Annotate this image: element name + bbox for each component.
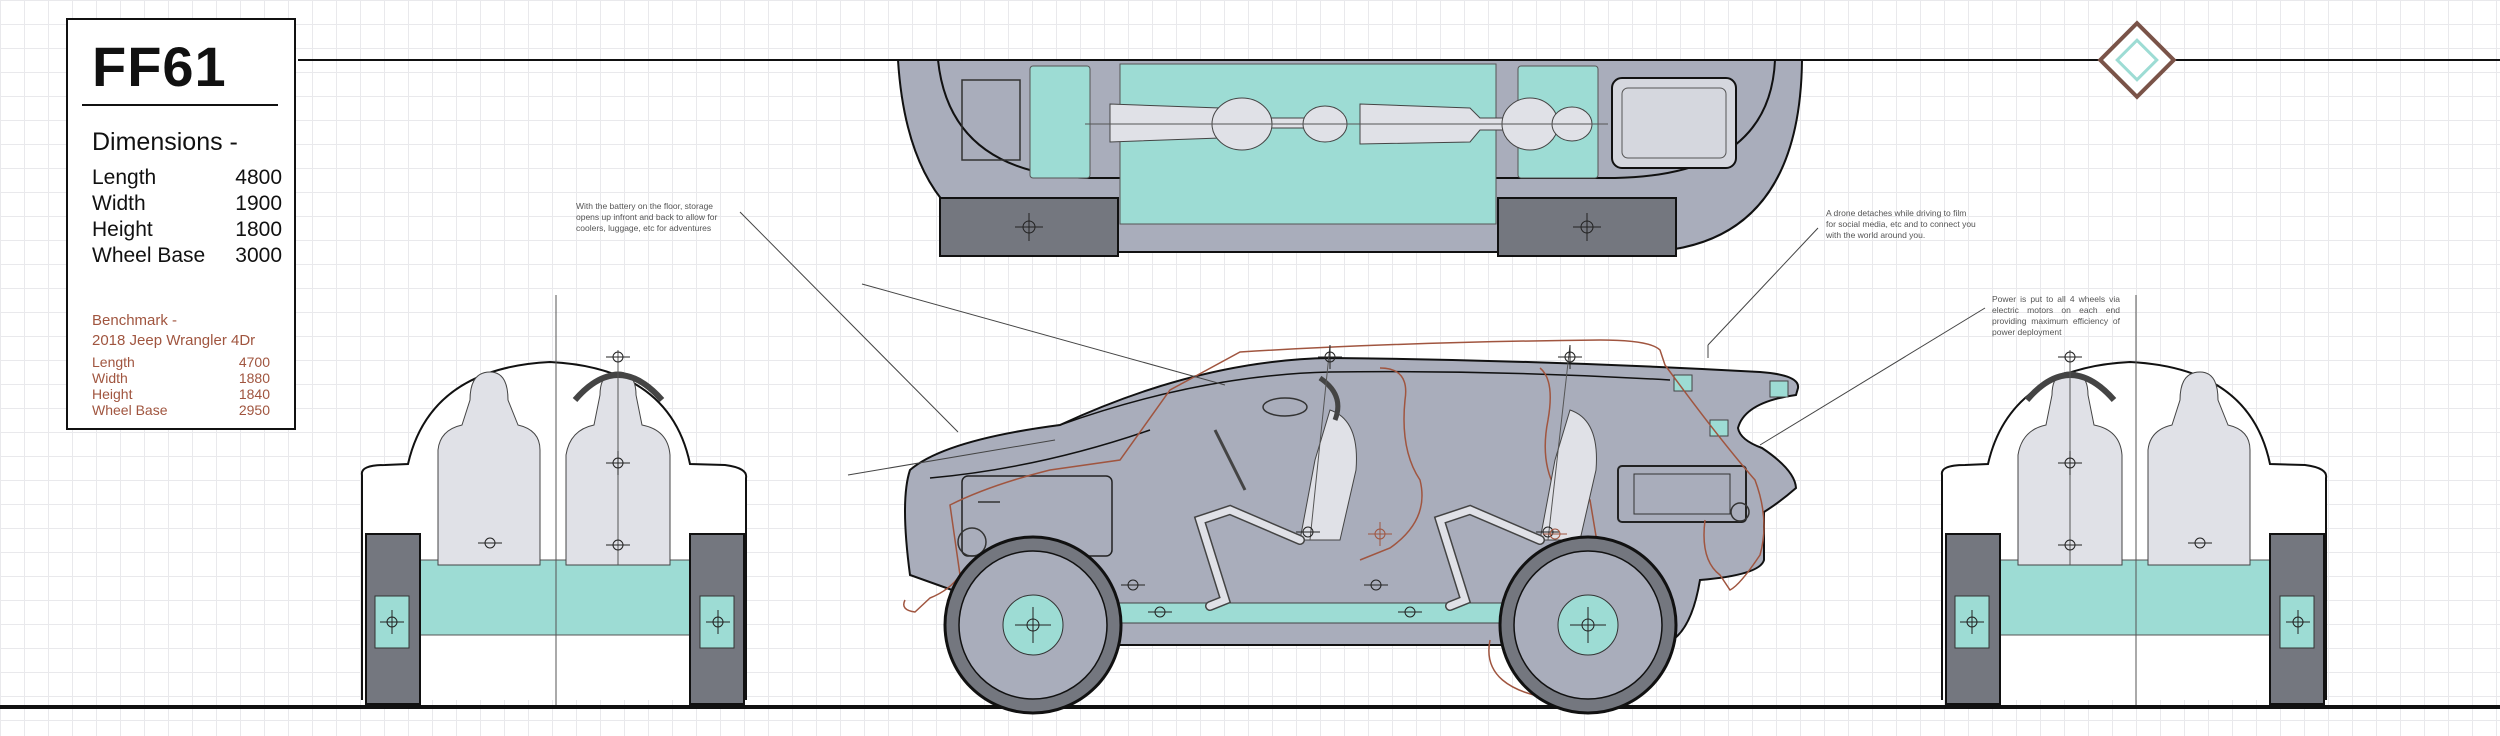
spec-label: Wheel Base bbox=[92, 244, 206, 267]
side-front-wheel bbox=[943, 535, 1123, 715]
spec-value: 4800 bbox=[235, 166, 282, 189]
diamond-logo bbox=[2097, 20, 2177, 100]
dimensions-heading: Dimensions - bbox=[92, 128, 238, 156]
benchmark-label: Width bbox=[92, 370, 128, 386]
benchmark-row-length: Length 4700 bbox=[92, 354, 270, 370]
front-view-left bbox=[360, 295, 748, 705]
battery-note: With the battery on the floor, storage o… bbox=[576, 201, 718, 233]
spec-row-width: Width 1900 bbox=[92, 192, 282, 216]
benchmark-label: Height bbox=[92, 386, 133, 402]
spec-label: Length bbox=[92, 166, 157, 189]
spec-value: 1900 bbox=[235, 192, 282, 215]
callout-lines bbox=[739, 211, 1986, 476]
top-view bbox=[896, 59, 1804, 257]
side-rear-wheel bbox=[1498, 535, 1678, 715]
spec-value: 3000 bbox=[235, 244, 282, 267]
benchmark-value: 4700 bbox=[238, 354, 270, 370]
benchmark-row-height: Height 1840 bbox=[92, 386, 270, 402]
spec-label: Height bbox=[92, 218, 153, 241]
spec-value: 1800 bbox=[235, 218, 282, 241]
page-title: FF61 bbox=[92, 35, 227, 98]
spec-panel: FF61 Dimensions - Length 4800 Width 1900… bbox=[66, 18, 296, 430]
power-note: Power is put to all 4 wheels via electri… bbox=[1992, 294, 2120, 337]
side-view bbox=[903, 339, 1800, 715]
benchmark-row-width: Width 1880 bbox=[92, 370, 270, 386]
spec-label: Width bbox=[92, 192, 146, 215]
benchmark-label: Wheel Base bbox=[92, 402, 168, 418]
drone-note: A drone detaches while driving to film f… bbox=[1826, 208, 1976, 240]
title-divider bbox=[82, 104, 278, 106]
benchmark-model: 2018 Jeep Wrangler 4Dr bbox=[92, 332, 256, 349]
spec-row-length: Length 4800 bbox=[92, 166, 282, 190]
benchmark-value: 2950 bbox=[238, 402, 270, 418]
benchmark-value: 1840 bbox=[238, 386, 270, 402]
front-view-right bbox=[1940, 295, 2328, 705]
spec-row-height: Height 1800 bbox=[92, 218, 282, 242]
spec-row-wheelbase: Wheel Base 3000 bbox=[92, 244, 282, 268]
benchmark-row-wheelbase: Wheel Base 2950 bbox=[92, 402, 270, 418]
benchmark-value: 1880 bbox=[238, 370, 270, 386]
benchmark-heading: Benchmark - bbox=[92, 312, 178, 329]
benchmark-label: Length bbox=[92, 354, 135, 370]
